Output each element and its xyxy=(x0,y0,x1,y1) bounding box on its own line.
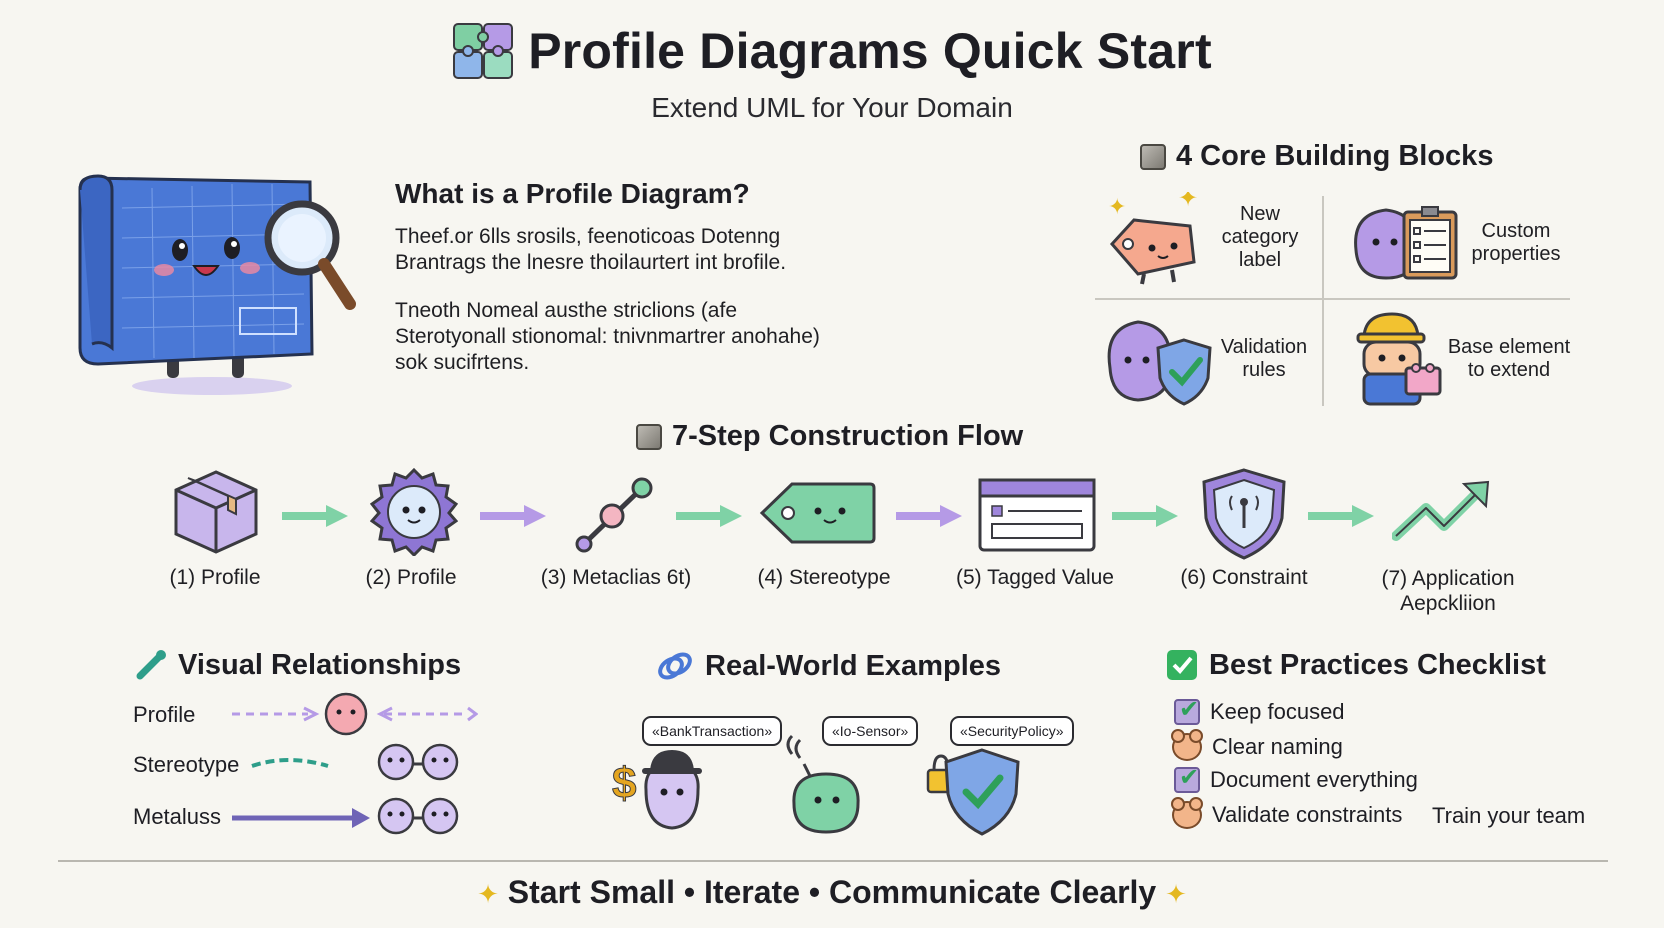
block-label-base-element: Base element to extend xyxy=(1447,336,1571,381)
examples-heading: Real-World Examples xyxy=(655,648,1001,684)
checklist-item: Document everything xyxy=(1174,763,1418,793)
relationship-illustrations xyxy=(232,692,478,835)
bear-face-icon xyxy=(1171,797,1203,829)
flow-step-label: (5) Tagged Value xyxy=(955,566,1114,589)
stereotype-bubble: «Io-Sensor» xyxy=(822,716,919,746)
checklist-item: Keep focused xyxy=(1174,695,1345,725)
intro-heading: What is a Profile Diagram? xyxy=(395,178,750,209)
stereotype-bubble: «BankTransaction» xyxy=(642,716,783,746)
clipboard-creature-icon xyxy=(1354,206,1458,280)
relationship-label: Stereotype xyxy=(133,752,240,777)
flow-step-label: (4) Stereotype xyxy=(757,566,891,589)
flow-step-label: (2) Profile xyxy=(365,566,457,589)
checklist-item: Validate constraints xyxy=(1171,797,1402,829)
flow-arrow-icon xyxy=(1308,505,1374,527)
shield-creature-icon xyxy=(1107,320,1212,406)
flow-arrow-icon xyxy=(896,505,962,527)
flow-arrow-icon xyxy=(676,505,742,527)
flow-step-label: (6) Constraint xyxy=(1180,566,1308,589)
building-blocks-title: 4 Core Building Blocks xyxy=(1176,140,1494,172)
box-icon xyxy=(1140,143,1166,170)
box-icon xyxy=(636,423,662,450)
relationships-heading: Visual Relationships xyxy=(134,648,461,682)
intro-paragraph-1: Theef.or 6lls srosils, feenoticoas Doten… xyxy=(395,224,855,276)
divider xyxy=(1095,298,1570,300)
flow-arrow-icon xyxy=(480,505,546,527)
flow-step-label: (7) Application Aepckliion xyxy=(1381,567,1515,615)
intro-line: sok sucifrtens. xyxy=(395,351,530,374)
checkbox-checked-icon xyxy=(1174,763,1200,793)
link-node-icon xyxy=(575,477,653,553)
intro-paragraph-2: Tneoth Nomeal austhe striclions (afe Ste… xyxy=(395,298,855,376)
gear-face-icon xyxy=(370,468,458,556)
check-square-icon xyxy=(1167,650,1197,680)
relationships-title: Visual Relationships xyxy=(178,648,462,681)
package-box-icon xyxy=(174,470,258,554)
footer-tagline: ✦ Start Small • Iterate • Communicate Cl… xyxy=(0,874,1664,911)
divider xyxy=(1322,196,1324,406)
page-title: Profile Diagrams Quick Start xyxy=(528,23,1212,79)
intro-line: Brantrags the lnesre thoilaurtert int br… xyxy=(395,251,787,274)
footer-text: Start Small • Iterate • Communicate Clea… xyxy=(507,874,1157,910)
intro-line: Tneoth Nomeal austhe striclions (afe xyxy=(395,299,737,322)
flow-arrow-icon xyxy=(282,505,348,527)
flow-arrow-icon xyxy=(1112,505,1178,527)
flow-heading: 7-Step Construction Flow xyxy=(636,420,1023,453)
svg-text:$: $ xyxy=(612,759,636,808)
svg-text:✦: ✦ xyxy=(1108,194,1126,219)
relationship-label: Profile xyxy=(133,702,196,727)
window-form-icon xyxy=(978,478,1096,552)
bank-creature-icon: $ xyxy=(612,750,702,830)
flow-title: 7-Step Construction Flow xyxy=(672,420,1024,452)
stereotype-bubble: «SecurityPolicy» xyxy=(950,716,1074,746)
link-chain-icon xyxy=(658,652,692,680)
flow-step-label: (1) Profile xyxy=(169,566,261,589)
sparkle-icon: ✦ xyxy=(477,879,499,909)
block-label-custom-properties: Custom properties xyxy=(1471,220,1561,265)
svg-text:✦: ✦ xyxy=(1178,192,1198,212)
intro-line: Sterotyonall stionomal: tnivnmartrer ano… xyxy=(395,325,820,348)
footer-divider xyxy=(58,860,1608,862)
checklist-item: Clear naming xyxy=(1171,729,1343,761)
blueprint-mascot-illustration xyxy=(78,174,356,395)
flow-step-label: (3) Metaclias 6t) xyxy=(540,566,692,589)
page-subtitle: Extend UML for Your Domain xyxy=(651,92,1013,123)
tag-face-icon xyxy=(759,482,876,544)
best-practices-title: Best Practices Checklist xyxy=(1209,648,1546,681)
checklist-extra-item: Train your team xyxy=(1432,803,1586,828)
best-practices-heading: Best Practices Checklist xyxy=(1165,648,1546,682)
intro-line: Theef.or 6lls srosils, feenoticoas Doten… xyxy=(395,225,781,248)
sparkle-icon: ✦ xyxy=(1165,879,1187,909)
shield-antenna-icon xyxy=(1202,468,1286,560)
block-label-validation-rules: Validation rules xyxy=(1220,336,1308,381)
wrench-icon xyxy=(136,650,166,680)
checkbox-checked-icon xyxy=(1174,695,1200,725)
block-label-new-category: New category label xyxy=(1221,203,1299,271)
builder-creature-icon xyxy=(1356,312,1442,406)
relationship-label: Metaluss xyxy=(133,804,222,829)
tag-creature-icon: ✦ ✦ xyxy=(1108,192,1198,285)
sensor-creature-icon xyxy=(786,734,860,834)
trend-arrow-icon xyxy=(1392,480,1490,541)
security-shield-icon xyxy=(926,748,1020,836)
puzzle-icon xyxy=(453,23,514,79)
page-header: Profile Diagrams Quick Start xyxy=(0,22,1664,85)
building-blocks-heading: 4 Core Building Blocks xyxy=(1140,140,1493,173)
bear-face-icon xyxy=(1171,729,1203,761)
examples-title: Real-World Examples xyxy=(705,649,1002,682)
